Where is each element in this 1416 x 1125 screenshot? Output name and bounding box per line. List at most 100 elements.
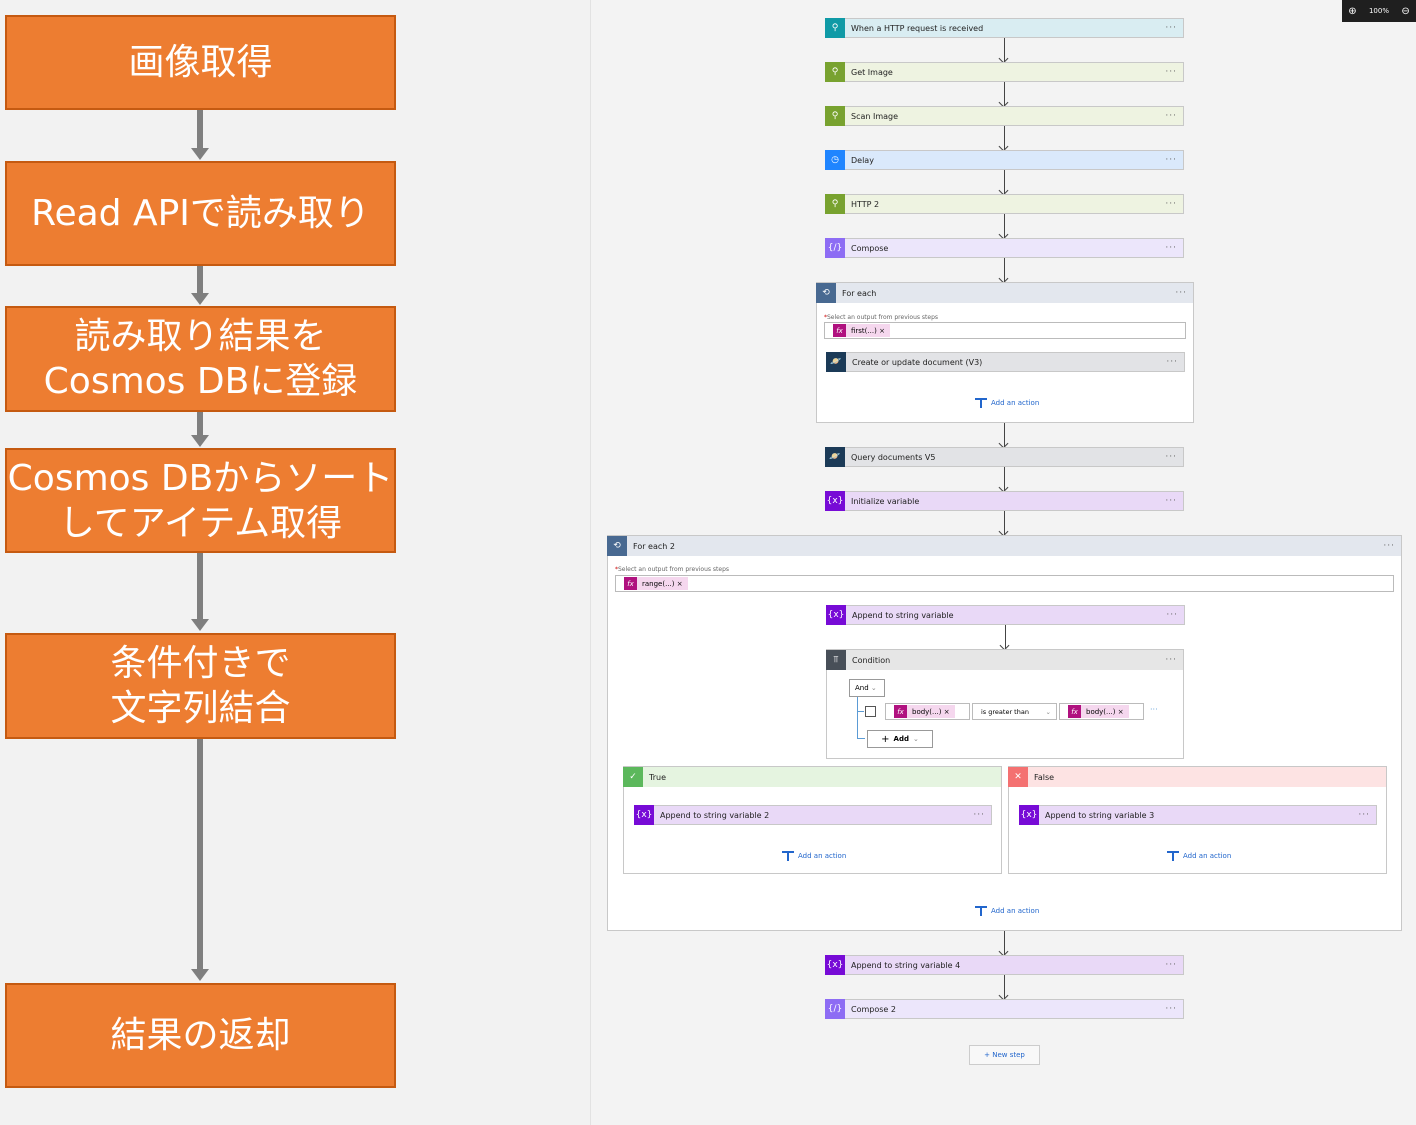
- zoom-toolbar: ⊕ 100% ⊖: [1342, 0, 1416, 22]
- step-initialize-variable[interactable]: {x}Initialize variable···: [825, 491, 1184, 511]
- field-label-text: Select an output from previous steps: [827, 314, 939, 321]
- more-icon[interactable]: ···: [1165, 199, 1177, 209]
- variable-icon: {x}: [1019, 805, 1039, 825]
- more-icon[interactable]: ···: [1165, 452, 1177, 462]
- more-icon[interactable]: ···: [1165, 111, 1177, 121]
- group-line: [857, 711, 864, 712]
- connector-arrow: [1004, 258, 1005, 282]
- step-http2[interactable]: ⚲HTTP 2···: [825, 194, 1184, 214]
- step-read-api: Read APIで読み取り: [5, 161, 396, 266]
- required-mark: *: [615, 566, 618, 573]
- step-delay[interactable]: ◷ Delay ···: [825, 150, 1184, 170]
- remove-token-icon[interactable]: ×: [943, 707, 950, 716]
- remove-token-icon[interactable]: ×: [1117, 707, 1124, 716]
- false-header[interactable]: ✕False: [1008, 767, 1386, 787]
- add-action-label: Add an action: [991, 399, 1040, 407]
- step-label: When a HTTP request is received: [851, 23, 984, 33]
- add-action-button[interactable]: Add an action: [1167, 851, 1231, 861]
- more-icon[interactable]: ···: [1165, 243, 1177, 253]
- more-icon[interactable]: ···: [1166, 610, 1178, 620]
- more-icon[interactable]: ···: [1175, 288, 1187, 298]
- connector-arrow: [1004, 931, 1005, 955]
- foreach2-container: ⟲For each 2··· *Select an output from pr…: [607, 535, 1402, 931]
- true-header[interactable]: ✓True: [623, 767, 1001, 787]
- add-action-button[interactable]: Add an action: [975, 398, 1039, 408]
- step-append-variable-3[interactable]: {x}Append to string variable 3···: [1019, 805, 1377, 825]
- cosmos-icon: 🪐: [826, 352, 846, 372]
- more-icon[interactable]: ···: [1165, 23, 1177, 33]
- chevron-down-icon: ⌄: [870, 684, 877, 692]
- add-action-icon: [975, 906, 987, 916]
- connector-arrow: [1004, 126, 1005, 150]
- more-icon[interactable]: ···: [1165, 155, 1177, 165]
- add-action-icon: [975, 398, 987, 408]
- foreach2-title: For each 2: [633, 541, 675, 551]
- fx-icon: fx: [624, 577, 637, 590]
- new-step-button[interactable]: + New step: [969, 1045, 1040, 1065]
- arrow-head: [191, 619, 209, 631]
- variable-icon: {x}: [634, 805, 654, 825]
- step-compose[interactable]: {/}Compose···: [825, 238, 1184, 258]
- foreach2-header[interactable]: ⟲For each 2···: [607, 536, 1401, 556]
- step-scan-image[interactable]: ⚲Scan Image···: [825, 106, 1184, 126]
- field-label: *Select an output from previous steps: [615, 566, 729, 573]
- http-icon: ⚲: [825, 62, 845, 82]
- step-query-documents[interactable]: 🪐 Query documents V5 ···: [825, 447, 1184, 467]
- step-label: Create or update document (V3): [852, 357, 983, 367]
- more-icon[interactable]: ···: [1166, 357, 1178, 367]
- http-icon: ⚲: [825, 194, 845, 214]
- add-action-button[interactable]: Add an action: [975, 906, 1039, 916]
- clock-icon: ◷: [825, 150, 845, 170]
- connector-arrow: [1004, 511, 1005, 535]
- and-dropdown[interactable]: And ⌄: [849, 679, 885, 697]
- step-append-variable-2[interactable]: {x}Append to string variable 2···: [634, 805, 992, 825]
- remove-token-icon[interactable]: ×: [879, 326, 885, 335]
- row-more-icon[interactable]: ···: [1150, 705, 1158, 714]
- more-icon[interactable]: ···: [1165, 960, 1177, 970]
- more-icon[interactable]: ···: [1165, 1004, 1177, 1014]
- remove-token-icon[interactable]: ×: [676, 579, 683, 588]
- operator-label: is greater than: [981, 707, 1029, 716]
- add-action-icon: [1167, 851, 1179, 861]
- connector-arrow: [1004, 467, 1005, 491]
- cosmos-icon: 🪐: [825, 447, 845, 467]
- check-icon: ✓: [623, 767, 643, 787]
- step-label: Delay: [851, 155, 874, 165]
- add-condition-button[interactable]: +Add⌄: [867, 730, 933, 748]
- more-icon[interactable]: ···: [1165, 67, 1177, 77]
- step-label: Query documents V5: [851, 452, 936, 462]
- row-checkbox[interactable]: [865, 706, 876, 717]
- add-action-button[interactable]: Add an action: [782, 851, 846, 861]
- step-sort-items: Cosmos DBからソート してアイテム取得: [5, 448, 396, 553]
- step-append-variable-4[interactable]: {x}Append to string variable 4···: [825, 955, 1184, 975]
- condition-header[interactable]: ⫪Condition···: [826, 650, 1183, 670]
- more-icon[interactable]: ···: [1165, 496, 1177, 506]
- step-compose-2[interactable]: {/}Compose 2···: [825, 999, 1184, 1019]
- foreach-header[interactable]: ⟲For each···: [816, 283, 1193, 303]
- step-create-document[interactable]: 🪐 Create or update document (V3) ···: [826, 352, 1185, 372]
- arrow-head: [191, 148, 209, 160]
- add-action-label: Add an action: [1183, 852, 1232, 860]
- more-icon[interactable]: ···: [973, 810, 985, 820]
- more-icon[interactable]: ···: [1383, 541, 1395, 551]
- variable-icon: {x}: [825, 491, 845, 511]
- more-icon[interactable]: ···: [1165, 655, 1177, 665]
- zoom-in-icon[interactable]: ⊕: [1348, 5, 1357, 17]
- operator-dropdown[interactable]: is greater than⌄: [972, 703, 1057, 720]
- step-get-image[interactable]: ⚲Get Image···: [825, 62, 1184, 82]
- step-http-request[interactable]: ⚲When a HTTP request is received···: [825, 18, 1184, 38]
- chevron-down-icon: ⌄: [912, 735, 919, 743]
- more-icon[interactable]: ···: [1358, 810, 1370, 820]
- step-append-variable[interactable]: {x}Append to string variable···: [826, 605, 1185, 625]
- zoom-out-icon[interactable]: ⊖: [1401, 5, 1410, 17]
- connector-arrow: [1005, 625, 1006, 649]
